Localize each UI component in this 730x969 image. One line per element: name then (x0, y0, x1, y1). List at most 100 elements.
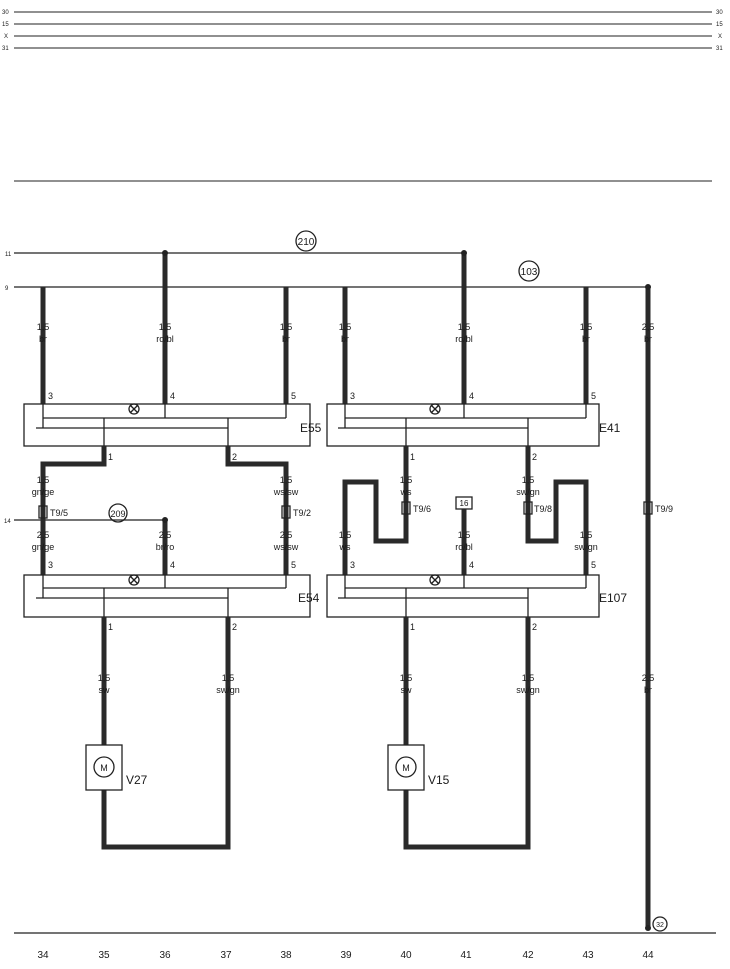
svg-text:ro/bl: ro/bl (156, 334, 174, 344)
rail-x-label-right: X (718, 34, 722, 40)
v15-label: V15 (428, 773, 450, 787)
svg-text:gn/ge: gn/ge (32, 542, 55, 552)
svg-text:ws: ws (400, 487, 412, 497)
wire-label-44-bottom: 2,5br (642, 673, 655, 695)
wire-label-38-low: 2,5ws/sw (273, 530, 299, 552)
svg-text:1,5: 1,5 (280, 475, 293, 485)
svg-text:br/ro: br/ro (156, 542, 175, 552)
power-rails: 30 15 X 31 30 15 X 31 (2, 10, 723, 52)
svg-text:1,5: 1,5 (339, 530, 352, 540)
ref-209: 209 (108, 503, 128, 523)
svg-text:1,5: 1,5 (222, 673, 235, 683)
svg-text:2,5: 2,5 (642, 322, 655, 332)
wire-label-44-top: 2,5br (642, 322, 655, 344)
svg-text:4: 4 (170, 391, 175, 401)
svg-text:2,5: 2,5 (159, 530, 172, 540)
svg-text:ws/sw: ws/sw (273, 487, 299, 497)
wires-bottom (14, 617, 716, 934)
svg-text:sw: sw (99, 685, 111, 695)
svg-text:4: 4 (469, 391, 474, 401)
svg-text:1,5: 1,5 (159, 322, 172, 332)
svg-text:1,5: 1,5 (37, 475, 50, 485)
svg-text:1: 1 (108, 452, 113, 462)
svg-text:2,5: 2,5 (37, 530, 50, 540)
column-43: 43 (582, 950, 594, 961)
svg-text:1,5: 1,5 (98, 673, 111, 683)
wire-labels: 1,5br 1,5ro/bl 1,5br 1,5br 1,5ro/bl 1,5b… (32, 322, 655, 695)
column-37: 37 (220, 950, 232, 961)
rail-x-label-left: X (4, 34, 8, 40)
column-38: 38 (280, 950, 292, 961)
svg-text:1: 1 (108, 622, 113, 632)
rail-31-label-right: 31 (716, 46, 723, 52)
motor-v27: M V27 (85, 744, 148, 791)
connector-t9-6: T9/6 (413, 504, 431, 514)
svg-text:br: br (341, 334, 349, 344)
column-39: 39 (340, 950, 352, 961)
motor-v15-symbol: M (402, 763, 410, 773)
svg-text:ws: ws (339, 542, 351, 552)
svg-text:5: 5 (291, 560, 296, 570)
ref-210: 210 (295, 230, 317, 252)
column-numbers: 34 35 36 37 38 39 40 41 42 43 44 (37, 950, 654, 961)
svg-text:103: 103 (521, 267, 538, 278)
rail-30-label-left: 30 (2, 10, 9, 16)
svg-text:16: 16 (460, 499, 469, 508)
svg-text:2,5: 2,5 (280, 530, 293, 540)
svg-text:1,5: 1,5 (522, 673, 535, 683)
wires-middle (40, 446, 589, 575)
connector-t9-5: T9/5 (50, 508, 68, 518)
e41-label: E41 (599, 421, 621, 435)
wire-label-36-top: 1,5 ro/bl (156, 322, 174, 344)
e107-label: E107 (599, 591, 627, 605)
wire-label-41-low: 1,5ro/bl (455, 530, 473, 552)
connector-t9-2: T9/2 (293, 508, 311, 518)
connectors: T9/5 T9/2 T9/6 T9/8 T9/9 (38, 501, 673, 519)
motor-v27-symbol: M (100, 763, 108, 773)
svg-text:2,5: 2,5 (642, 673, 655, 683)
svg-text:1,5: 1,5 (339, 322, 352, 332)
svg-text:2: 2 (232, 622, 237, 632)
svg-text:2: 2 (532, 452, 537, 462)
svg-text:sw: sw (401, 685, 413, 695)
wire-label-42-bottom: 1,5sw/gn (516, 673, 540, 695)
svg-text:1,5: 1,5 (400, 673, 413, 683)
svg-text:1,5: 1,5 (458, 530, 471, 540)
svg-text:br: br (282, 334, 290, 344)
svg-text:3: 3 (48, 560, 53, 570)
wire-label-38-mid: 1,5 ws/sw (273, 475, 299, 497)
svg-text:ro/bl: ro/bl (455, 334, 473, 344)
svg-text:5: 5 (591, 560, 596, 570)
wire-label-34-top: 1,5br (37, 322, 50, 344)
connector-t9-8: T9/8 (534, 504, 552, 514)
switch-e54: E54 (23, 574, 320, 618)
svg-text:sw/gn: sw/gn (574, 542, 598, 552)
switch-e107: E107 (326, 574, 627, 618)
svg-text:1,5: 1,5 (580, 530, 593, 540)
e55-label: E55 (300, 421, 322, 435)
svg-text:209: 209 (110, 509, 125, 519)
wire-label-43-low: 1,5 sw/gn (574, 530, 598, 552)
rail-31-label-left: 31 (2, 46, 9, 52)
svg-text:210: 210 (298, 237, 315, 248)
e54-label: E54 (298, 591, 320, 605)
svg-text:sw/gn: sw/gn (216, 685, 240, 695)
column-34: 34 (37, 950, 49, 961)
wire-label-39-low: 1,5 ws (339, 530, 352, 552)
ref-103: 103 (518, 260, 540, 282)
svg-text:1,5: 1,5 (458, 322, 471, 332)
column-42: 42 (522, 950, 534, 961)
svg-text:1,5: 1,5 (522, 475, 535, 485)
svg-text:sw/gn: sw/gn (516, 487, 540, 497)
svg-text:1,5: 1,5 (280, 322, 293, 332)
svg-text:br: br (582, 334, 590, 344)
wire-label-41-top: 1,5 ro/bl (455, 322, 473, 344)
pin-numbers: 3 4 5 1 2 3 4 5 1 2 3 4 5 1 2 3 4 5 1 2 (48, 391, 596, 632)
column-44: 44 (642, 950, 654, 961)
svg-text:32: 32 (656, 922, 664, 929)
rail-30-label-right: 30 (716, 10, 723, 16)
feed-9-label: 9 (5, 286, 9, 292)
svg-text:1,5: 1,5 (400, 475, 413, 485)
svg-text:2: 2 (532, 622, 537, 632)
